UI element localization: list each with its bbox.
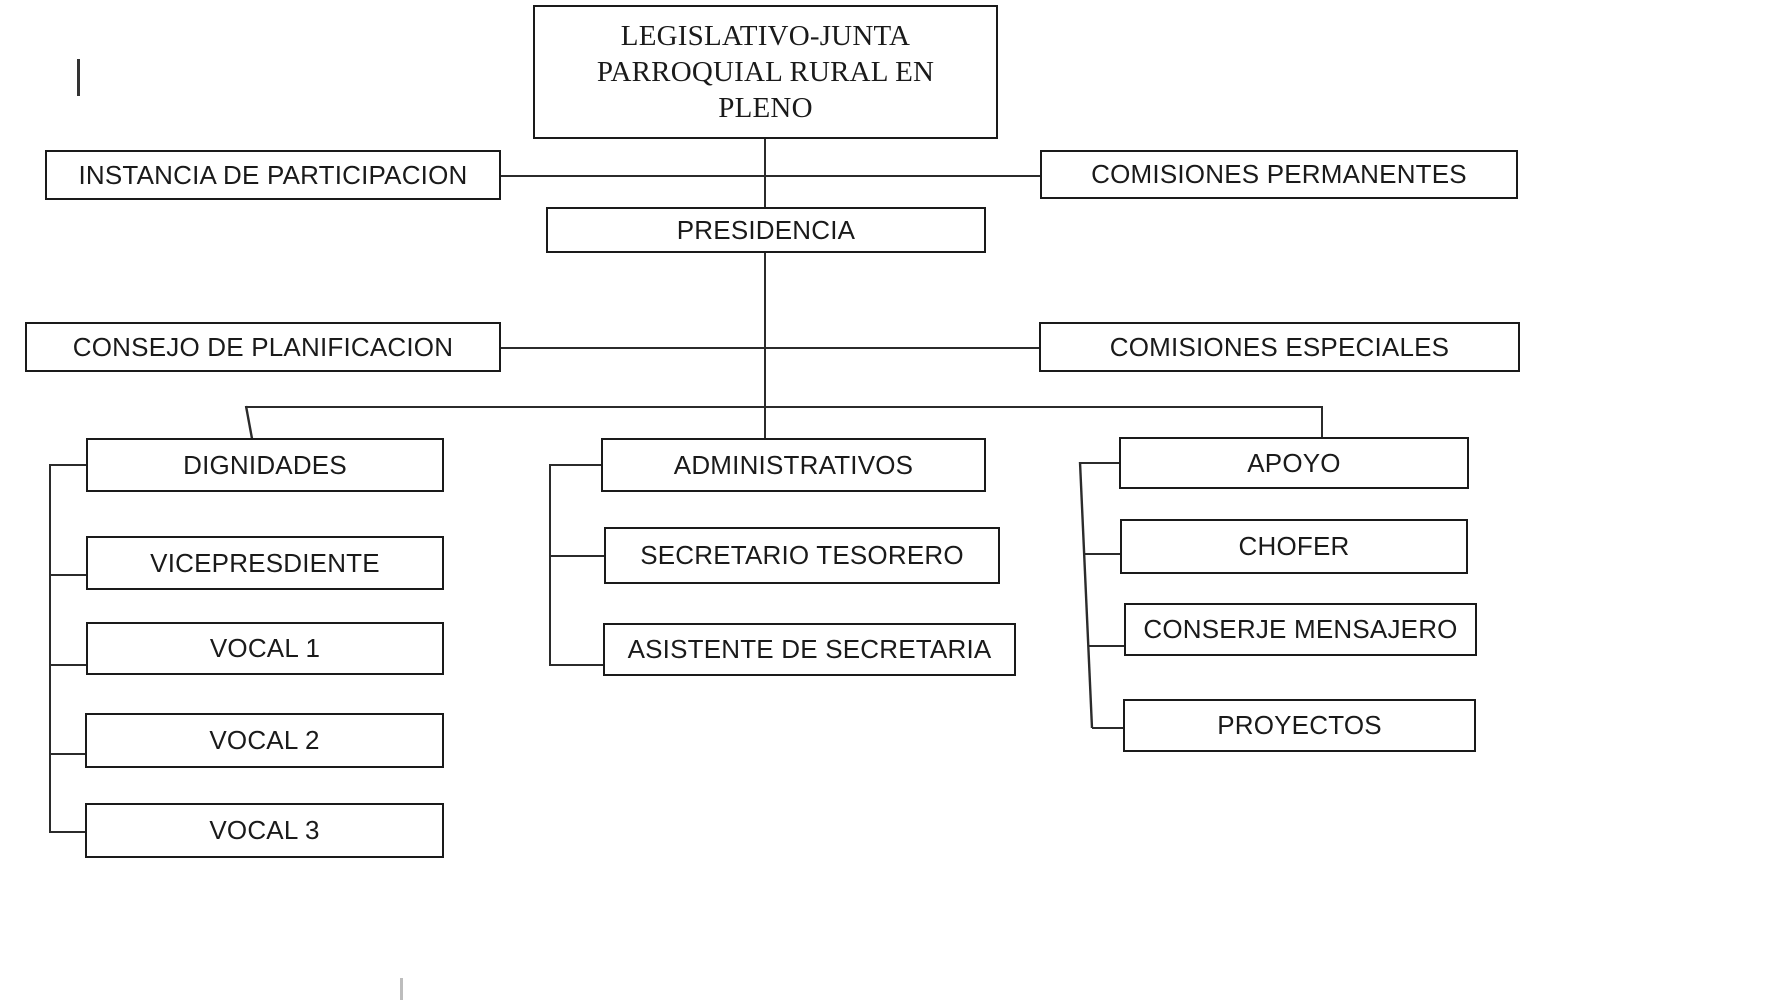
node-dignidades[interactable]: DIGNIDADES	[86, 438, 444, 492]
text-cursor-caret-bottom	[400, 978, 403, 1000]
connector-left-stub-vocal1	[49, 664, 87, 666]
node-secretario-tesorero[interactable]: SECRETARIO TESORERO	[604, 527, 1000, 584]
node-label: CHOFER	[1238, 531, 1350, 561]
node-label: PROYECTOS	[1217, 710, 1382, 740]
connector-middle-bracket-spine	[549, 464, 551, 666]
node-label: INSTANCIA DE PARTICIPACION	[78, 159, 468, 190]
connector-right-stub-chofer	[1085, 553, 1125, 555]
connector-left-bracket-spine	[49, 464, 51, 832]
node-label: SECRETARIO TESORERO	[640, 540, 964, 570]
node-label: VOCAL 3	[209, 815, 320, 845]
connector-left-stub-vocal2	[49, 753, 87, 755]
connector-right-stub-conserje	[1089, 645, 1128, 647]
node-chofer[interactable]: CHOFER	[1120, 519, 1468, 574]
node-label: VICEPRESDIENTE	[150, 547, 380, 578]
node-instancia-de-participacion[interactable]: INSTANCIA DE PARTICIPACION	[45, 150, 501, 200]
connector-row2-horizontal-bus	[500, 347, 1042, 349]
node-label: ASISTENTE DE SECRETARIA	[627, 634, 992, 664]
node-asistente-de-secretaria[interactable]: ASISTENTE DE SECRETARIA	[603, 623, 1016, 676]
node-legislativo-junta-parroquial[interactable]: LEGISLATIVO-JUNTA PARROQUIAL RURAL EN PL…	[533, 5, 998, 139]
connector-root-to-presidencia	[764, 138, 766, 210]
node-label: COMISIONES ESPECIALES	[1109, 331, 1450, 362]
node-conserje-mensajero[interactable]: CONSERJE MENSAJERO	[1124, 603, 1477, 656]
node-label: ADMINISTRATIVOS	[673, 449, 914, 480]
connector-drop-to-administrativos	[764, 406, 766, 444]
node-apoyo[interactable]: APOYO	[1119, 437, 1469, 489]
connector-left-stub-vicepresidente	[49, 574, 87, 576]
connector-drop-to-apoyo	[1321, 406, 1323, 441]
node-comisiones-permanentes[interactable]: COMISIONES PERMANENTES	[1040, 150, 1518, 199]
node-label: VOCAL 1	[209, 633, 321, 663]
connector-left-stub-vocal3	[49, 831, 87, 833]
text-cursor-caret	[77, 59, 80, 96]
connector-right-stub-apoyo	[1080, 462, 1122, 464]
node-vocal-2[interactable]: VOCAL 2	[85, 713, 444, 768]
node-label: CONSERJE MENSAJERO	[1143, 614, 1458, 644]
connector-middle-stub-administrativos	[549, 464, 604, 466]
node-label: PRESIDENCIA	[676, 214, 856, 245]
connector-departments-distribution-bar	[245, 406, 1323, 408]
node-label: LEGISLATIVO-JUNTA PARROQUIAL RURAL EN PL…	[596, 19, 935, 125]
node-label: VOCAL 2	[209, 725, 320, 755]
node-vocal-1[interactable]: VOCAL 1	[86, 622, 444, 675]
connector-presidencia-trunk	[764, 252, 766, 408]
node-label: DIGNIDADES	[183, 449, 347, 480]
connector-left-stub-dignidades	[49, 464, 87, 466]
connector-right-bracket-spine	[1078, 461, 1094, 729]
node-vocal-3[interactable]: VOCAL 3	[85, 803, 444, 858]
connector-row1-horizontal-bus	[500, 175, 1042, 177]
node-proyectos[interactable]: PROYECTOS	[1123, 699, 1476, 752]
node-label: CONSEJO DE PLANIFICACION	[72, 331, 454, 362]
connector-drop-to-dignidades	[244, 405, 255, 445]
node-label: APOYO	[1247, 447, 1341, 478]
connector-right-stub-proyectos	[1092, 727, 1128, 729]
node-administrativos[interactable]: ADMINISTRATIVOS	[601, 438, 986, 492]
node-label: COMISIONES PERMANENTES	[1091, 159, 1467, 189]
node-comisiones-especiales[interactable]: COMISIONES ESPECIALES	[1039, 322, 1520, 372]
connector-middle-stub-secretario	[549, 555, 606, 557]
connector-middle-stub-asistente	[549, 664, 605, 666]
node-vicepresdiente[interactable]: VICEPRESDIENTE	[86, 536, 444, 590]
node-presidencia[interactable]: PRESIDENCIA	[546, 207, 986, 253]
node-consejo-de-planificacion[interactable]: CONSEJO DE PLANIFICACION	[25, 322, 501, 372]
